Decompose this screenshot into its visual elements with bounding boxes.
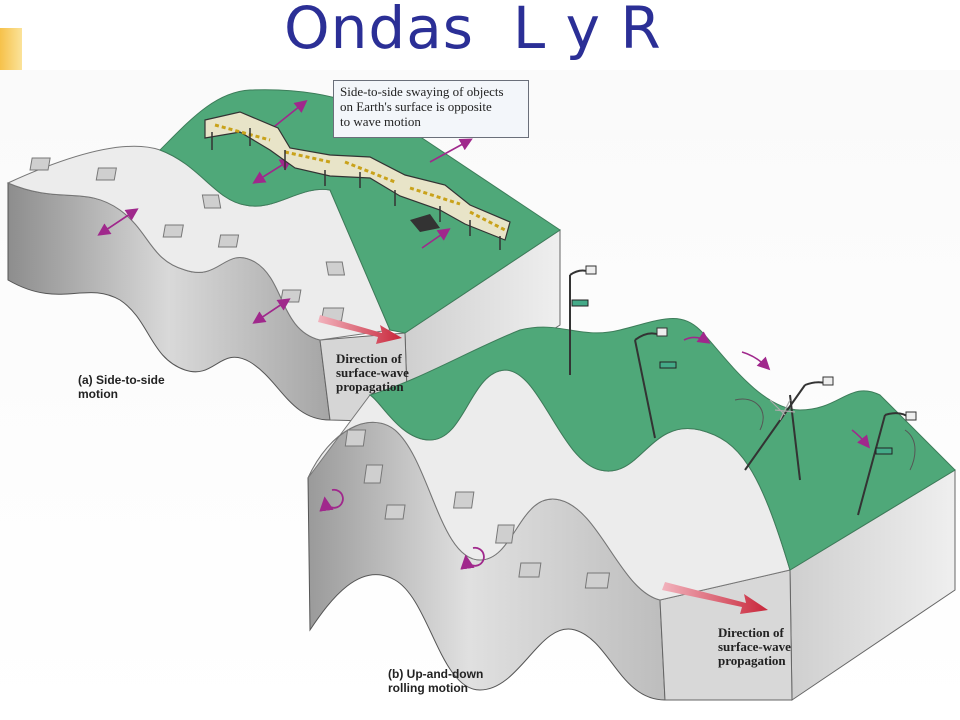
rock-marker [453,491,475,509]
panel-b-street-lamps [569,265,917,516]
rock-marker [162,224,184,238]
panel-b-motion-arrows [683,331,870,449]
panel-b-markers [344,429,611,589]
slide-title: Ondas L y R [284,0,662,62]
rock-marker [363,464,384,484]
panel-a-propagation-arrow [318,315,402,344]
rock-marker [584,572,611,589]
panel-a-grass-surface [159,89,561,334]
panel-b-label-line: rolling motion [388,681,468,695]
rock-marker [280,289,302,303]
side-to-side-arrow [429,138,473,163]
panel-a-fence [204,111,511,250]
panel-a-label-line: motion [78,387,118,401]
side-to-side-arrow [97,209,137,236]
callout-line: on Earth's surface is opposite [340,99,492,114]
panel-b-label: (b) Up-and-down rolling motion [388,667,483,695]
callout-box: Side-to-side swaying of objects on Earth… [333,80,529,138]
side-to-side-arrow [421,228,451,249]
panel-b-grass-surface [368,317,956,571]
direction-line: propagation [718,653,786,668]
street-lamp [857,411,917,516]
callout-line: Side-to-side swaying of objects [340,84,504,99]
direction-line: Direction of [336,351,402,366]
side-to-side-arrow [252,159,291,184]
callout-line: to wave motion [340,114,421,129]
up-down-arrow [683,331,711,344]
panel-a-label-line: (a) Side-to-side [78,373,165,387]
rock-marker [201,194,222,209]
street-lamp [569,265,597,375]
rock-marker [95,167,117,181]
panel-b-label-line: (b) Up-and-down [388,667,484,681]
rolling-circle-arrow [460,546,485,570]
panel-b-direction-label: Direction of surface-wave propagation [718,626,791,668]
panel-b-block [307,317,956,701]
rock-marker [495,524,515,544]
direction-line: surface-wave [336,365,409,380]
direction-line: propagation [336,379,404,394]
rock-marker [325,261,346,276]
up-down-arrow [851,429,870,449]
panel-b-rolling-arrows [319,488,485,570]
direction-line: Direction of [718,625,784,640]
side-to-side-arrow [252,299,289,324]
panel-b-propagation-arrow [662,582,768,614]
title-accent-bar [0,28,22,70]
panel-a-motion-arrows [97,100,473,324]
panel-a-label: (a) Side-to-side motion [78,373,165,401]
rolling-circle-arrow [319,488,344,512]
panel-a-direction-label: Direction of surface-wave propagation [336,352,409,394]
street-lamp-broken [734,376,834,481]
rock-marker [29,157,51,171]
side-to-side-arrow [269,100,308,131]
rock-marker [384,504,406,520]
direction-line: surface-wave [718,639,791,654]
street-lamp [634,327,677,439]
rock-marker [217,234,240,248]
rock-marker [518,562,542,578]
up-down-arrow [741,351,771,371]
rock-marker [344,429,367,447]
